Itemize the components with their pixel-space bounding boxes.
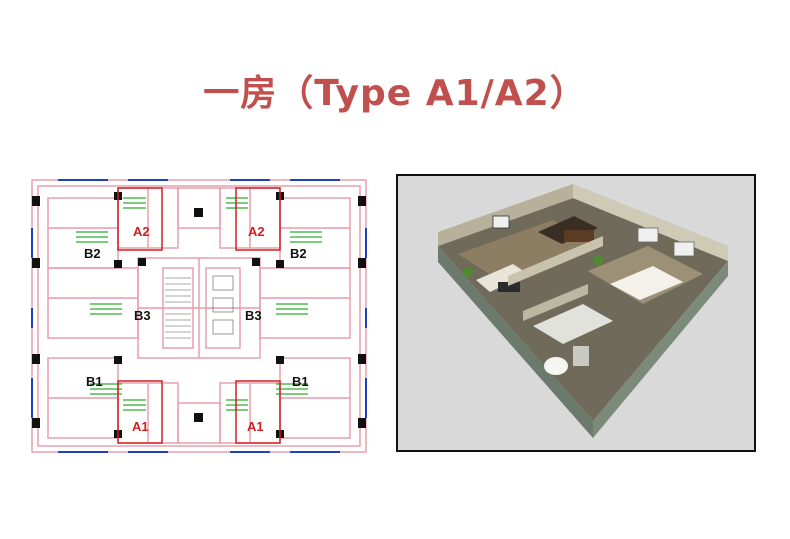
apartment-3d-render-image	[438, 184, 728, 438]
unit-label-b1-right: B1	[292, 374, 309, 389]
apartment-rendering-frame	[396, 174, 756, 452]
unit-label-b1-left: B1	[86, 374, 103, 389]
unit-label-a2-right: A2	[248, 224, 265, 239]
plan-walls	[31, 179, 367, 453]
unit-label-a1-left: A1	[132, 419, 149, 434]
unit-label-a2-left: A2	[133, 224, 150, 239]
unit-label-b2-right: B2	[290, 246, 307, 261]
page-title: 一房（Type A1/A2）	[203, 73, 587, 114]
unit-label-b3-right: B3	[245, 308, 262, 323]
stair-treads	[165, 275, 234, 339]
area-annotations	[76, 197, 322, 411]
unit-label-b3-left: B3	[134, 308, 151, 323]
highlighted-units	[117, 187, 281, 444]
plan-windows	[31, 179, 367, 453]
unit-label-a1-right: A1	[247, 419, 264, 434]
unit-label-b2-left: B2	[84, 246, 101, 261]
floor-plan: A2 A2 B2 B2 B3 B3 B1 B1 A1 A1	[31, 179, 367, 453]
